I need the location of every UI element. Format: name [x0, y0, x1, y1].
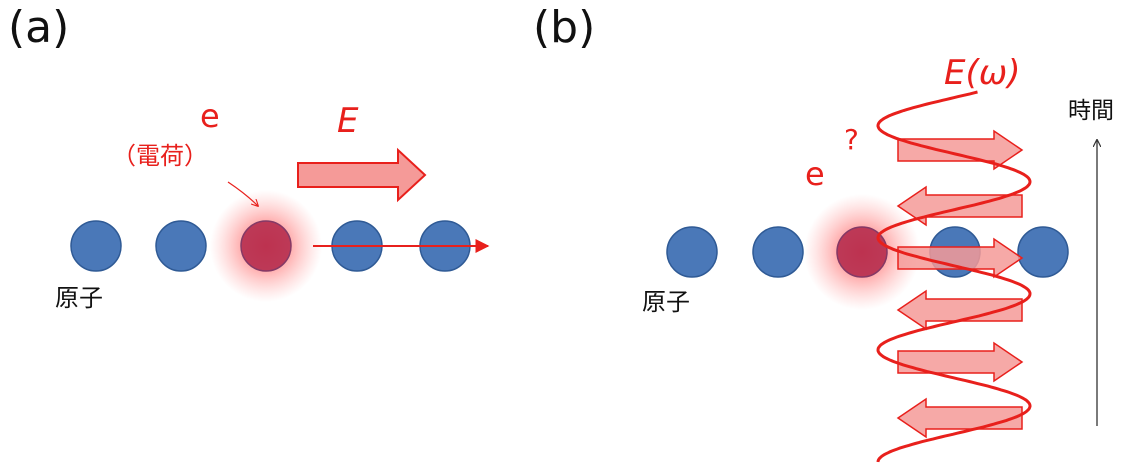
atom [70, 220, 122, 272]
field-arrow-right [897, 341, 1024, 383]
atom-with-charge [240, 220, 292, 272]
atom-label: 原子 [55, 284, 103, 312]
panel-a-label: (a) [8, 2, 70, 53]
atom-with-charge [836, 226, 888, 278]
panel-a-diagram [70, 147, 490, 302]
panel-b-diagram [666, 90, 1097, 463]
charge-question-mark: ? [844, 123, 859, 156]
charge-note: （電荷） [112, 142, 208, 170]
field-arrow-right [897, 129, 1024, 171]
time-label: 時間 [1068, 98, 1114, 124]
atom [155, 220, 207, 272]
field-arrow-left [896, 397, 1023, 439]
oscillating-field-symbol: E(ω) [944, 53, 1021, 93]
charge-symbol: e [805, 155, 825, 193]
atom [666, 226, 718, 278]
charge-symbol: e [200, 97, 220, 135]
oscillating-field-arrows [896, 129, 1024, 439]
field-wave [876, 90, 1032, 463]
panel-b-label: (b) [533, 2, 596, 53]
field-symbol: E [337, 101, 359, 141]
charge-pointer [227, 181, 258, 206]
field-arrow [297, 147, 427, 203]
atom-label: 原子 [642, 288, 690, 316]
atom [1017, 226, 1069, 278]
field-arrow-left [896, 289, 1023, 331]
field-arrow-right [897, 237, 1024, 279]
atom [752, 226, 804, 278]
